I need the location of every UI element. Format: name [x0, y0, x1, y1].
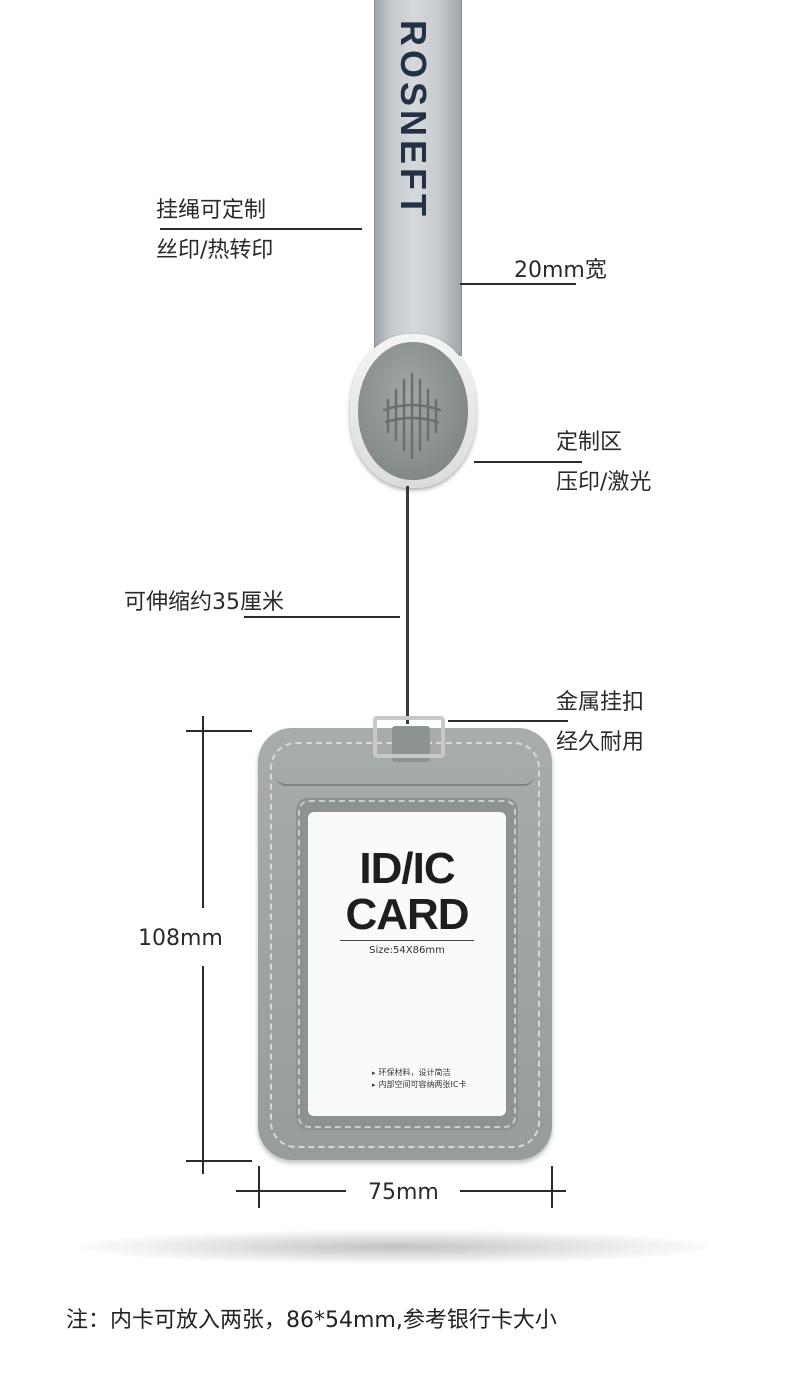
metal-clip — [373, 716, 445, 758]
embossed-logo-icon — [382, 372, 442, 460]
dim-width-label: 75mm — [368, 1180, 439, 1205]
callout-clip-title: 金属挂扣 — [556, 690, 645, 715]
dim-height-top-tick — [186, 730, 252, 732]
dim-width-line-right — [460, 1190, 566, 1192]
callout-line-lanyard — [160, 228, 362, 230]
callout-line-retract — [244, 616, 400, 618]
card-note-2: ▸内部空间可容纳两张IC卡 — [372, 1079, 466, 1090]
dim-width-right-tick — [551, 1166, 553, 1208]
callout-custom-zone: 定制区 — [556, 430, 623, 455]
dim-height-bottom-tick — [186, 1160, 252, 1162]
dim-height-label: 108mm — [138, 926, 223, 951]
triangle-bullet-icon: ▸ — [372, 1081, 376, 1089]
callout-line-width — [460, 283, 576, 285]
callout-line-clip — [448, 720, 568, 722]
callout-lanyard-print: 丝印/热转印 — [156, 238, 274, 263]
dim-width-line-left — [236, 1190, 346, 1192]
dim-height-line-upper — [202, 716, 204, 908]
card-divider — [340, 940, 474, 941]
callout-line-custom-zone — [474, 461, 582, 463]
triangle-bullet-icon: ▸ — [372, 1069, 376, 1077]
retractable-cord — [406, 486, 409, 724]
lanyard-brand-text: ROSNEFT — [393, 20, 434, 221]
callout-custom-zone-method: 压印/激光 — [556, 470, 652, 495]
callout-retract: 可伸缩约35厘米 — [124, 590, 284, 615]
card-note-1: ▸环保材料，设计简洁 — [372, 1067, 451, 1078]
window-stitching — [298, 800, 516, 1128]
card-title-line2: CARD — [345, 890, 469, 939]
card-note-1-text: 环保材料，设计简洁 — [378, 1068, 451, 1077]
callout-width: 20mm宽 — [514, 258, 607, 283]
holder-top-pocket — [276, 744, 534, 786]
callout-clip-desc: 经久耐用 — [556, 730, 645, 755]
floor-shadow — [80, 1230, 710, 1264]
callout-lanyard-custom: 挂绳可定制 — [156, 198, 267, 223]
card-size-label: Size:54X86mm — [369, 945, 445, 956]
card-title: ID/IC CARD — [308, 846, 506, 938]
card-title-line1: ID/IC — [359, 844, 455, 893]
footer-note: 注：内卡可放入两张，86*54mm,参考银行卡大小 — [66, 1308, 557, 1333]
lanyard-strap — [374, 0, 462, 356]
dim-height-line-lower — [202, 966, 204, 1174]
card-window — [308, 812, 506, 1116]
dim-width-left-tick — [258, 1166, 260, 1208]
card-note-2-text: 内部空间可容纳两张IC卡 — [378, 1080, 467, 1089]
